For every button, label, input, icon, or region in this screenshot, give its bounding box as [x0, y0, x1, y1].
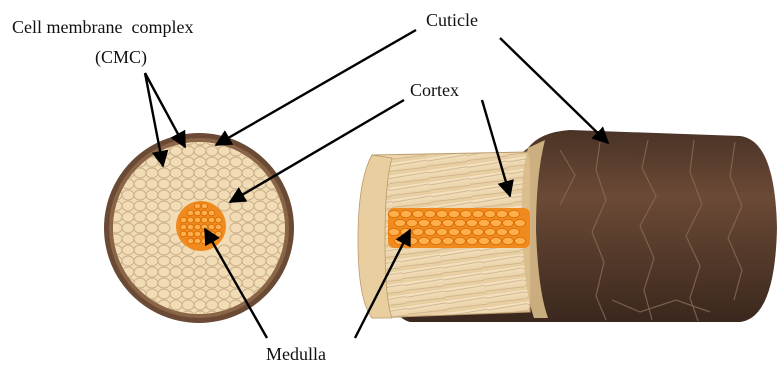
cmc-label-line1: Cell membrane complex — [12, 17, 193, 37]
medulla-label: Medulla — [266, 344, 326, 364]
cross-section — [104, 133, 294, 323]
cortex-label: Cortex — [410, 80, 459, 100]
hair-shaft — [358, 130, 777, 322]
cuticle-arrow-circle — [216, 30, 416, 145]
cmc-label-line2: (CMC) — [95, 47, 147, 68]
cuticle-arrow-shaft — [500, 38, 608, 143]
cuticle-label: Cuticle — [426, 10, 478, 30]
